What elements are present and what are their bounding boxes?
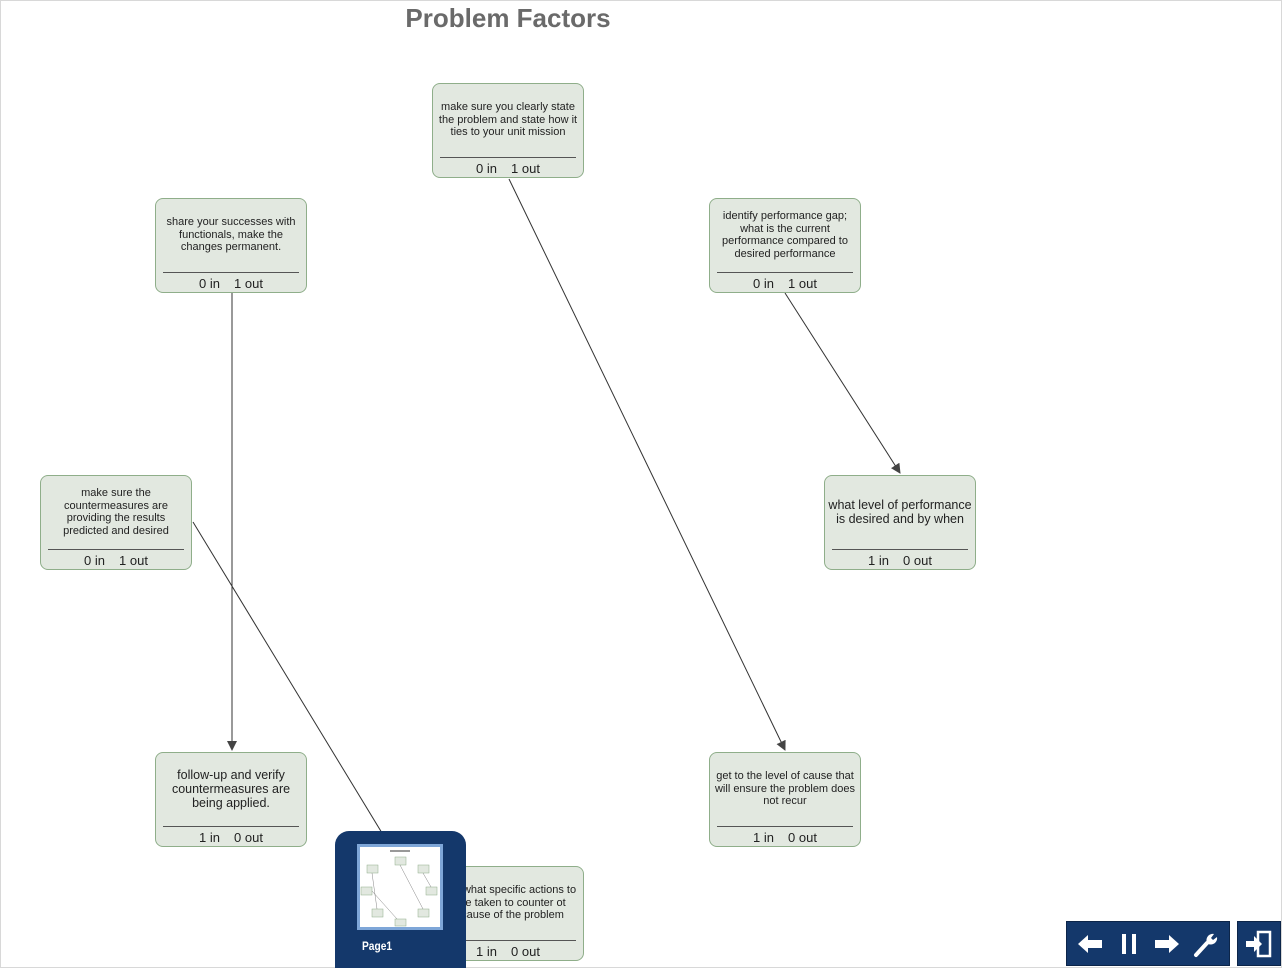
node-text: make sure the countermeasures are provid… [63,487,169,537]
in-count: 0 in [199,276,221,291]
node-counts: 0 in 1 out [41,553,191,568]
forward-button[interactable] [1150,927,1184,961]
node-divider [440,940,576,941]
node-divider [717,272,853,273]
in-count: 1 in [199,830,221,845]
exit-button[interactable] [1237,921,1281,966]
node-counts: 1 in 0 out [710,830,860,845]
in-count: 0 in [476,161,498,176]
node-divider [440,157,576,158]
node-divider [48,549,184,550]
out-count: 1 out [788,276,817,291]
node-text: follow-up and verify countermeasures are… [171,768,291,810]
out-count: 0 out [903,553,932,568]
out-count: 1 out [119,553,148,568]
exit-icon [1246,930,1272,957]
out-count: 0 out [511,944,540,959]
node-counts: 1 in 0 out [433,944,583,959]
out-count: 1 out [234,276,263,291]
presentation-toolbar [1066,921,1230,966]
page-thumbnail-panel: Page1 [335,831,466,968]
node-divider [163,826,299,827]
forward-arrow-icon [1155,934,1180,953]
back-button[interactable] [1073,927,1107,961]
node-share-successes[interactable]: share your successes with functionals, m… [155,198,307,293]
in-count: 0 in [84,553,106,568]
wrench-icon [1193,933,1217,957]
node-counts: 0 in 1 out [710,276,860,291]
node-text: ify what specific actions to be taken to… [448,884,577,922]
page-label: Page1 [362,939,393,953]
node-counts: 0 in 1 out [433,161,583,176]
node-follow-up-verify[interactable]: follow-up and verify countermeasures are… [155,752,307,847]
node-countermeasures-results[interactable]: make sure the countermeasures are provid… [40,475,192,570]
node-text: share your successes with functionals, m… [166,216,296,254]
node-divider [717,826,853,827]
page-thumbnail[interactable] [357,844,443,930]
in-count: 1 in [868,553,890,568]
connector-mission-to-cause [508,178,786,751]
page-title: Problem Factors [405,3,611,33]
node-counts: 0 in 1 out [156,276,306,291]
node-divider [832,549,968,550]
node-counts: 1 in 0 out [156,830,306,845]
settings-button[interactable] [1189,927,1223,961]
connector-countermeasures-to-actions [192,521,383,834]
connector-gap-to-level [784,292,901,474]
in-count: 1 in [476,944,498,959]
back-arrow-icon [1078,934,1103,953]
node-text: what level of performance is desired and… [828,498,972,526]
node-counts: 1 in 0 out [825,553,975,568]
node-level-of-cause[interactable]: get to the level of cause that will ensu… [709,752,861,847]
node-divider [163,272,299,273]
node-performance-gap[interactable]: identify performance gap; what is the cu… [709,198,861,293]
in-count: 1 in [753,830,775,845]
node-state-problem[interactable]: make sure you clearly state the problem … [432,83,584,178]
node-level-of-performance[interactable]: what level of performance is desired and… [824,475,976,570]
in-count: 0 in [753,276,775,291]
thumbnail-preview-icon [360,850,438,927]
node-text: make sure you clearly state the problem … [438,101,578,139]
pause-button[interactable] [1112,927,1146,961]
out-count: 1 out [511,161,540,176]
out-count: 0 out [788,830,817,845]
node-text: get to the level of cause that will ensu… [714,770,856,808]
pause-icon [1121,933,1136,954]
node-text: identify performance gap; what is the cu… [722,210,848,260]
out-count: 0 out [234,830,263,845]
